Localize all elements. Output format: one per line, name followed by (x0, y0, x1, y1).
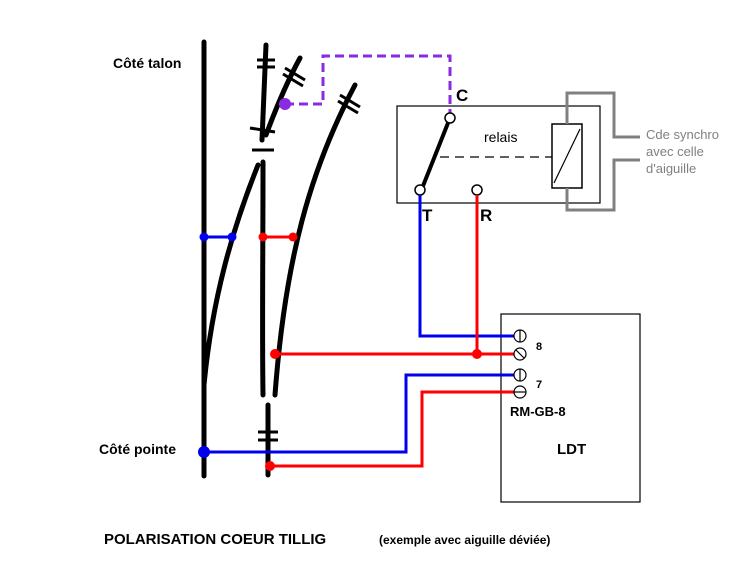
caption-note: (exemple avec aiguille déviée) (379, 533, 550, 547)
relay (396, 105, 601, 204)
purple-dashed-wire (285, 54, 452, 115)
blue-dot (227, 232, 237, 242)
label-terminal-8: 8 (536, 341, 542, 353)
red-wire-pointe (270, 390, 514, 468)
blue-dot (199, 232, 209, 242)
label-cde-line1: Cde synchro (646, 127, 719, 142)
diverging-rail-left (201, 162, 261, 388)
label-terminal-7: 7 (536, 379, 542, 391)
relay-box (396, 105, 601, 204)
label-relay-c: C (456, 86, 468, 105)
label-cde-line3: d'aiguille (646, 161, 696, 176)
gray-wire-lower (565, 158, 640, 212)
diverging-rail-right (272, 82, 358, 398)
caption-title: POLARISATION COEUR TILLIG (104, 531, 326, 548)
label-relay-t: T (422, 206, 433, 225)
frog-diverging-rail-upper (263, 55, 303, 138)
blue-wires (204, 195, 514, 454)
joint-mark (339, 93, 361, 109)
screw-slot (515, 349, 525, 359)
insulated-joints (249, 58, 361, 442)
relay-contact-r (471, 184, 483, 196)
red-dot (258, 232, 268, 242)
gray-wire-upper (565, 91, 640, 139)
relay-contact-t (414, 184, 426, 196)
gray-control-wires (565, 91, 640, 212)
joint-mark (284, 66, 306, 82)
joint-mark (337, 99, 359, 115)
relay-switch-arm (421, 122, 450, 187)
red-dot-junction (472, 349, 482, 359)
label-cote-talon: Côté talon (113, 55, 181, 71)
relay-coil-slash (553, 128, 581, 184)
red-dot-pointe (265, 461, 275, 471)
label-module-brand: LDT (557, 441, 586, 458)
red-dot (288, 232, 298, 242)
label-relay-r: R (480, 206, 492, 225)
blue-wire-relay-t (418, 195, 514, 338)
label-cote-pointe: Côté pointe (99, 441, 176, 457)
joint-mark (249, 126, 276, 134)
blue-wire-pointe (204, 373, 514, 454)
track-rails (201, 39, 358, 479)
label-cde-line2: avec celle (646, 144, 704, 159)
label-relais: relais (484, 129, 517, 145)
blue-dot-pointe (198, 446, 210, 458)
purple-wire (285, 54, 452, 115)
terminals (513, 329, 527, 399)
purple-connection-dot (279, 98, 291, 110)
ldt-module-box (500, 313, 641, 503)
red-dot-frog (270, 349, 280, 359)
joint-mark (282, 72, 304, 88)
label-module-name: RM-GB-8 (510, 404, 566, 419)
relay-contact-c (444, 112, 456, 124)
